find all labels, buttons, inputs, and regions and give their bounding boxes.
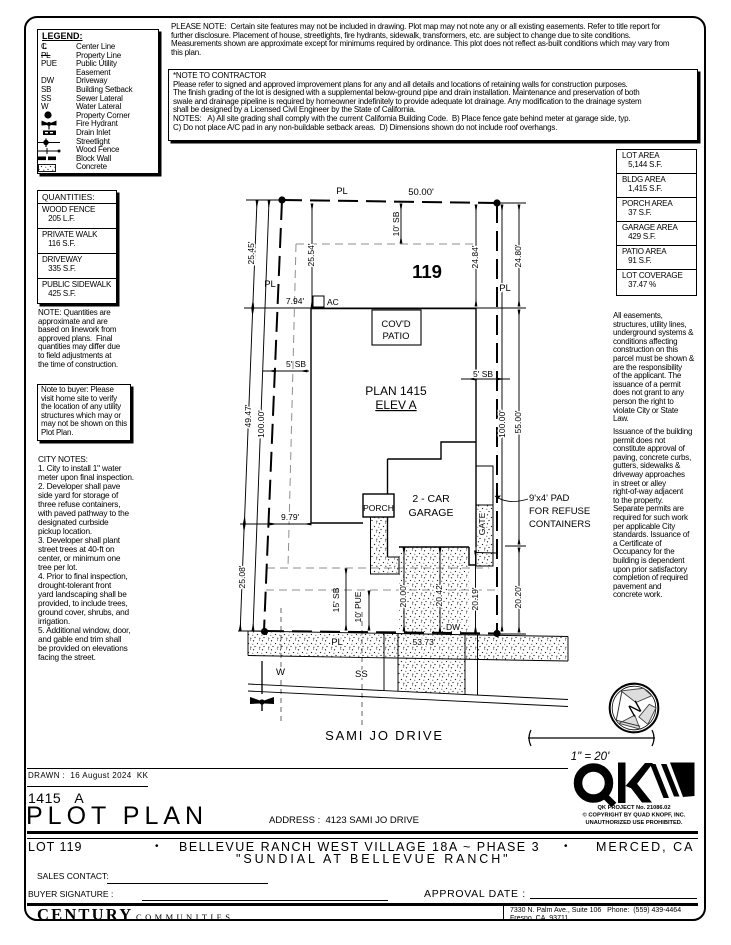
svg-text:QK PROJECT No. 21086.02: QK PROJECT No. 21086.02	[597, 805, 670, 811]
svg-text:20.42': 20.42'	[434, 583, 444, 606]
svg-text:9'x4' PAD: 9'x4' PAD	[529, 493, 570, 504]
svg-text:FOR REFUSE: FOR REFUSE	[529, 506, 590, 517]
svg-text:20.00': 20.00'	[398, 584, 408, 607]
svg-text:PL: PL	[264, 279, 276, 290]
svg-text:20.19': 20.19'	[470, 587, 480, 610]
svg-text:UNAUTHORIZED USE PROHIBITED.: UNAUTHORIZED USE PROHIBITED.	[585, 820, 682, 826]
svg-text:PL: PL	[499, 283, 511, 294]
svg-text:GARAGE: GARAGE	[409, 507, 454, 519]
svg-text:5' SB: 5' SB	[286, 359, 306, 369]
svg-text:10' PUE: 10' PUE	[353, 591, 363, 622]
svg-text:2 - CAR: 2 - CAR	[412, 493, 450, 505]
svg-text:SAMI JO DRIVE: SAMI JO DRIVE	[325, 728, 444, 743]
svg-text:55.00': 55.00'	[513, 410, 523, 433]
svg-text:PORCH: PORCH	[363, 503, 394, 513]
svg-text:20.20': 20.20'	[513, 585, 523, 608]
svg-text:9.79': 9.79'	[281, 512, 300, 522]
svg-text:100.00': 100.00'	[256, 410, 266, 438]
svg-text:25.45': 25.45'	[246, 241, 256, 264]
svg-text:25.54': 25.54'	[306, 243, 316, 266]
svg-text:ELEV A: ELEV A	[375, 398, 416, 412]
svg-text:50.00': 50.00'	[408, 187, 434, 198]
svg-text:24.84': 24.84'	[470, 245, 480, 268]
svg-text:119: 119	[412, 261, 442, 282]
svg-text:7.94': 7.94'	[286, 296, 305, 306]
svg-text:100.00': 100.00'	[497, 410, 507, 438]
svg-text:24.80': 24.80'	[513, 244, 523, 267]
svg-text:10' SB: 10' SB	[391, 211, 401, 236]
svg-text:PLAN 1415: PLAN 1415	[365, 384, 427, 398]
svg-text:© COPYRIGHT BY QUAD KNOPF, INC: © COPYRIGHT BY QUAD KNOPF, INC.	[583, 812, 686, 819]
svg-text:1" = 20': 1" = 20'	[571, 751, 610, 763]
svg-text:COV'D: COV'D	[381, 319, 410, 330]
svg-text:AC: AC	[327, 297, 339, 307]
svg-text:CONTAINERS: CONTAINERS	[529, 519, 591, 530]
svg-text:5' SB: 5' SB	[473, 369, 493, 379]
svg-text:15' SB: 15' SB	[331, 587, 341, 612]
svg-text:W: W	[276, 667, 285, 678]
svg-text:SS: SS	[355, 669, 368, 680]
svg-text:25.08': 25.08'	[237, 565, 247, 588]
svg-text:53.73': 53.73'	[413, 637, 436, 647]
svg-text:PL: PL	[331, 637, 343, 648]
svg-text:PATIO: PATIO	[382, 331, 409, 342]
svg-text:DW: DW	[446, 622, 460, 632]
svg-text:49.47': 49.47'	[243, 404, 253, 427]
svg-text:PL: PL	[336, 186, 348, 197]
svg-text:GATE: GATE	[477, 512, 487, 535]
